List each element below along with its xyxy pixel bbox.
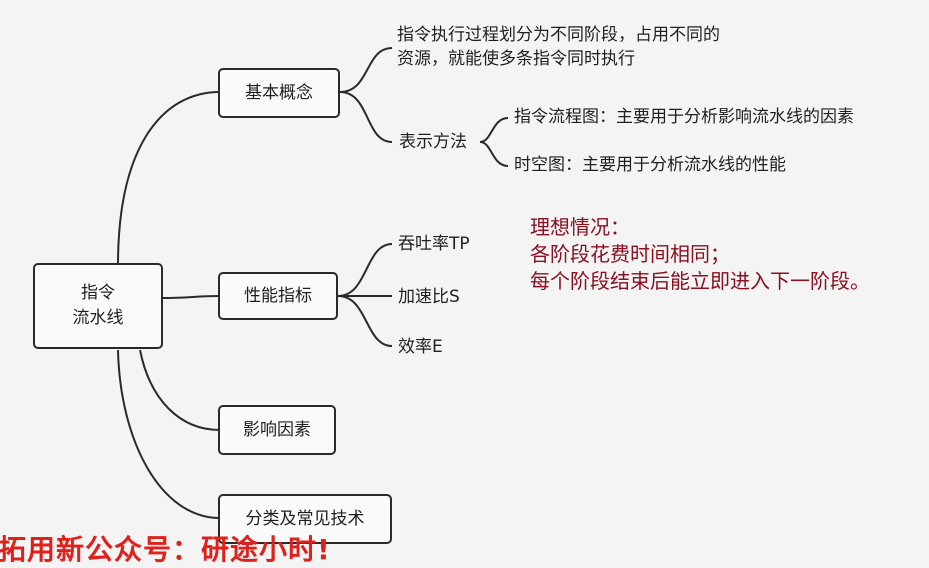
connector-basic-repr	[339, 91, 393, 143]
node-performance-metrics-label: 性能指标	[244, 285, 312, 306]
connector-root-factors	[139, 349, 221, 431]
repr-space-time: 时空图：主要用于分析流水线的性能	[514, 155, 786, 175]
connector-perf-efficiency	[337, 295, 393, 347]
node-influencing-factors[interactable]: 影响因素	[218, 405, 336, 455]
handwritten-annotation: 理想情况： 各阶段花费时间相同； 每个阶段结束后能立即进入下一阶段。	[530, 214, 870, 295]
node-performance-metrics[interactable]: 性能指标	[218, 272, 338, 320]
node-basic-concept-label: 基本概念	[245, 82, 313, 103]
root-node-line2: 流水线	[72, 308, 124, 328]
repr-method-label: 表示方法	[399, 132, 467, 152]
connector-basic-desc	[339, 47, 393, 93]
node-basic-concept[interactable]: 基本概念	[218, 68, 340, 118]
root-node-line1: 指令	[81, 283, 115, 304]
node-classification-label: 分类及常见技术	[245, 508, 365, 529]
connector-root-classify	[117, 349, 221, 519]
node-classification[interactable]: 分类及常见技术	[218, 494, 392, 544]
repr-flow-chart: 指令流程图：主要用于分析影响流水线的因素	[514, 107, 854, 127]
connector-repr-spacetime	[479, 141, 509, 167]
annotation-line3: 每个阶段结束后能立即进入下一阶段。	[530, 269, 870, 293]
annotation-line2: 各阶段花费时间相同；	[530, 242, 730, 266]
connector-perf-throughput	[337, 243, 393, 297]
basic-desc-line1: 指令执行过程划分为不同阶段，占用不同的	[397, 25, 720, 45]
connector-repr-flow	[479, 117, 509, 143]
annotation-line1: 理想情况：	[530, 215, 630, 239]
perf-throughput: 吞吐率TP	[398, 234, 470, 254]
perf-efficiency: 效率E	[398, 337, 443, 357]
connector-root-basic	[117, 91, 221, 266]
perf-speedup: 加速比S	[398, 287, 460, 307]
root-node[interactable]: 指令 流水线	[33, 263, 163, 349]
mindmap-connectors	[117, 47, 509, 519]
watermark-banner: 拓用新公众号：研途小时!	[0, 533, 331, 566]
basic-desc-line2: 资源，就能使多条指令同时执行	[397, 49, 635, 69]
connector-root-perf	[161, 295, 221, 299]
node-influencing-factors-label: 影响因素	[243, 419, 311, 440]
